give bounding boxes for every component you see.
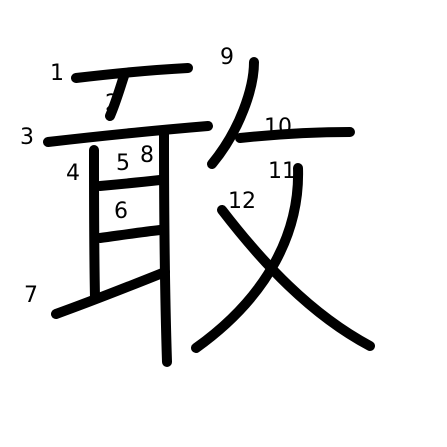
stroke-12 xyxy=(217,205,375,351)
stroke-number-9: 9 xyxy=(220,45,234,70)
stroke-number-4: 4 xyxy=(66,161,80,186)
stroke-number-6: 6 xyxy=(114,199,128,224)
stroke-10 xyxy=(235,127,355,143)
stroke-number-10: 10 xyxy=(264,115,292,140)
stroke-number-7: 7 xyxy=(24,283,38,308)
stroke-number-12: 12 xyxy=(228,189,256,214)
stroke-number-3: 3 xyxy=(20,125,34,150)
stroke-6 xyxy=(95,225,165,243)
stroke-8 xyxy=(159,127,172,367)
stroke-9 xyxy=(207,57,259,169)
stroke-number-8: 8 xyxy=(140,143,154,168)
stroke-3 xyxy=(43,121,213,147)
stroke-5 xyxy=(95,175,165,191)
stroke-number-5: 5 xyxy=(116,151,130,176)
stroke-2 xyxy=(105,71,129,121)
stroke-11 xyxy=(191,163,304,353)
stroke-number-1: 1 xyxy=(50,61,64,86)
stroke-number-2: 2 xyxy=(105,91,119,116)
stroke-7 xyxy=(51,267,170,319)
stroke-number-11: 11 xyxy=(268,159,296,184)
stroke-4 xyxy=(89,145,100,303)
stroke-1 xyxy=(71,63,193,83)
